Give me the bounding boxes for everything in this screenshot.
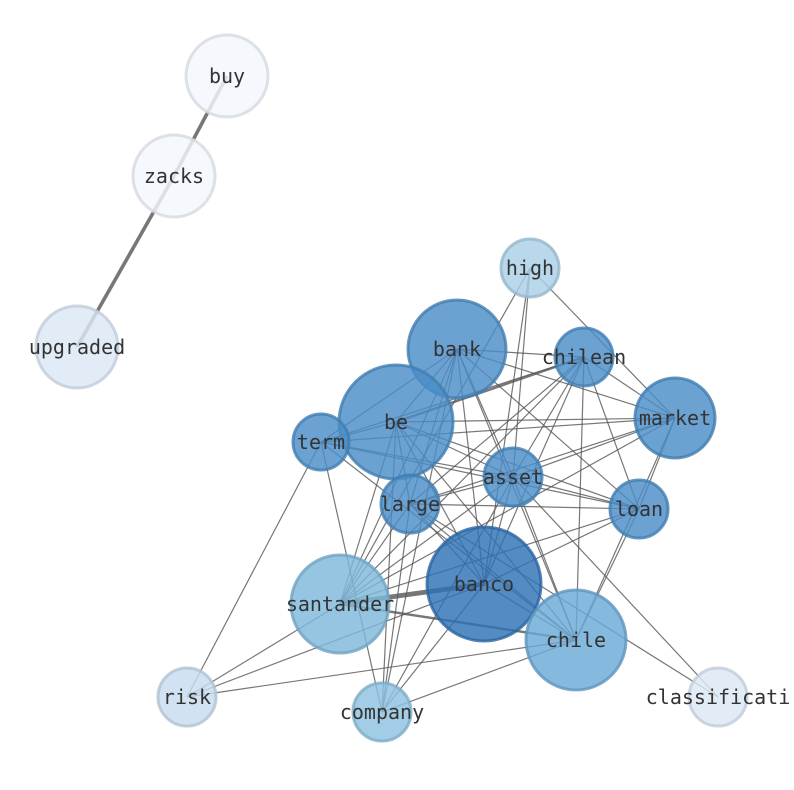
- label-layer: buy zacks upgraded high bank chilean market be t…: [29, 64, 790, 724]
- node-risk[interactable]: [156, 666, 218, 728]
- edge-loan-large: [409, 503, 640, 510]
- node-label-banco: banco: [454, 572, 514, 596]
- node-label-high: high: [506, 256, 554, 280]
- node-buy[interactable]: [184, 33, 270, 119]
- node-label-company: company: [340, 700, 424, 724]
- edge-high-asset: [512, 267, 531, 478]
- node-asset[interactable]: [482, 446, 544, 508]
- node-banco[interactable]: [425, 525, 543, 643]
- node-label-loan: loan: [615, 497, 663, 521]
- node-label-asset: asset: [483, 465, 543, 489]
- edge-market-large: [409, 417, 676, 505]
- edge-term-risk: [186, 441, 322, 698]
- node-high[interactable]: [499, 237, 561, 299]
- node-chilean[interactable]: [553, 326, 615, 388]
- edge-asset-classification: [512, 476, 719, 698]
- node-market[interactable]: [633, 376, 717, 460]
- edge-large-company: [381, 503, 411, 713]
- node-upgraded[interactable]: [34, 304, 120, 390]
- node-label-santander: santander: [286, 592, 394, 616]
- node-santander[interactable]: [289, 553, 391, 655]
- node-bank[interactable]: [406, 298, 508, 400]
- node-classification[interactable]: [687, 666, 749, 728]
- node-company[interactable]: [351, 681, 413, 743]
- node-label-zacks: zacks: [144, 164, 204, 188]
- node-label-term: term: [297, 430, 345, 454]
- node-large[interactable]: [379, 473, 441, 535]
- node-label-be: be: [384, 410, 408, 434]
- node-label-buy: buy: [209, 64, 245, 88]
- node-label-classification: classificati: [646, 685, 791, 709]
- edge-chile-risk: [186, 639, 577, 698]
- node-label-market: market: [639, 406, 711, 430]
- node-loan[interactable]: [608, 478, 670, 540]
- edge-market-santander: [339, 417, 676, 605]
- node-label-large: large: [380, 492, 440, 516]
- node-label-risk: risk: [163, 685, 211, 709]
- node-label-chilean: chilean: [542, 345, 626, 369]
- node-label-upgraded: upgraded: [29, 335, 125, 359]
- node-label-chile: chile: [546, 628, 606, 652]
- node-label-bank: bank: [433, 337, 481, 361]
- node-zacks[interactable]: [131, 133, 217, 219]
- edge-chilean-santander: [339, 356, 585, 605]
- node-term[interactable]: [291, 412, 351, 472]
- node-layer: [34, 33, 749, 743]
- node-chile[interactable]: [524, 588, 628, 692]
